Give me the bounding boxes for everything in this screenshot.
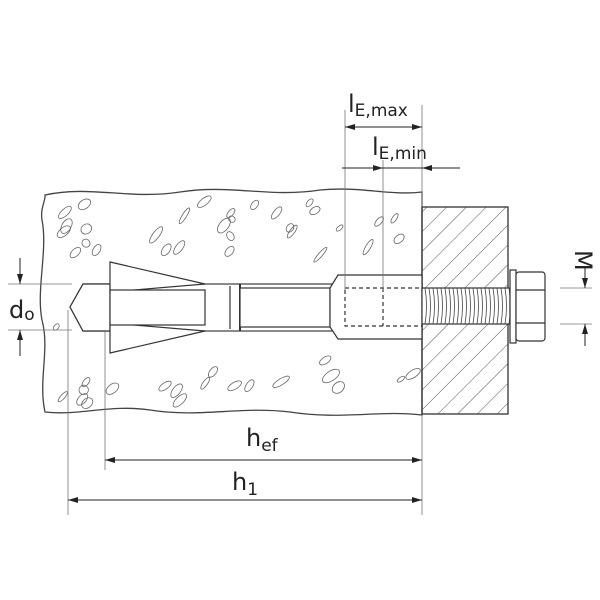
aggregate-pebble	[226, 208, 236, 219]
thread-line	[472, 287, 475, 325]
bolt	[421, 269, 546, 344]
thread-line	[496, 287, 499, 325]
le-max-label: lE,max	[348, 90, 408, 121]
expansion-segment-top	[109, 261, 206, 293]
aggregate-pebble	[200, 377, 211, 390]
aggregate-pebble	[393, 233, 405, 244]
aggregate-pebble	[309, 206, 321, 216]
aggregate-pebble	[362, 239, 374, 256]
thread-line	[444, 287, 447, 325]
anchor-sleeve	[109, 289, 206, 326]
aggregate-pebble	[226, 231, 235, 241]
aggregate-pebble	[77, 198, 91, 211]
aggregate-pebble	[81, 397, 94, 409]
aggregate-pebble	[286, 224, 298, 239]
aggregate-pebble	[228, 215, 236, 223]
h1-label: h1	[232, 468, 258, 500]
aggregate-pebble	[58, 205, 72, 219]
thread-line	[452, 287, 455, 325]
washer	[509, 269, 517, 344]
aggregate-pebble	[319, 355, 332, 366]
thread-line	[484, 287, 487, 325]
aggregate-pebble	[76, 393, 89, 406]
aggregate-pebble	[331, 381, 345, 394]
aggregate-pebble	[272, 375, 290, 388]
d0-label: do	[9, 296, 35, 325]
thread-line	[468, 287, 471, 325]
aggregate-pebble	[396, 375, 405, 383]
thread-line	[436, 287, 439, 325]
aggregate-pebble	[197, 195, 212, 208]
hex-nut	[515, 271, 546, 342]
thread-line	[488, 287, 491, 325]
sleeve-nut	[329, 274, 423, 340]
aggregate-pebble	[170, 383, 183, 398]
aggregate-pebble	[105, 382, 120, 395]
aggregate-pebble	[313, 246, 328, 263]
aggregate-pebble	[305, 198, 314, 208]
aggregate-pebble	[57, 391, 68, 403]
le-min-label: lE,min	[372, 133, 427, 164]
aggregate-pebble	[160, 243, 172, 257]
anchor	[69, 261, 423, 354]
aggregate-pebble	[80, 223, 93, 235]
hef-label: hef	[246, 424, 279, 456]
aggregate-pebble	[390, 213, 399, 224]
thread-line	[500, 287, 503, 325]
aggregate-pebble	[335, 224, 344, 232]
aggregate-pebble	[172, 393, 188, 408]
thread-line	[476, 287, 479, 325]
thread-line	[464, 287, 467, 325]
m-label: M	[569, 250, 597, 271]
aggregate-pebble	[81, 377, 91, 388]
aggregate-pebble	[78, 384, 89, 395]
aggregate-pebble	[91, 244, 102, 256]
thread-line	[460, 287, 463, 325]
aggregate-pebble	[224, 246, 235, 257]
thread-line	[492, 287, 495, 325]
thread-line	[424, 287, 427, 325]
aggregate-pebble	[60, 218, 73, 234]
thread-line	[428, 287, 431, 325]
thread-line	[504, 287, 507, 325]
aggregate-pebble	[173, 240, 186, 255]
aggregate-pebble	[217, 217, 231, 234]
aggregate-pebble	[250, 199, 259, 210]
aggregate-pebble	[178, 207, 191, 225]
aggregate-pebble	[81, 238, 91, 248]
anchor-cone	[69, 283, 111, 332]
aggregate-pebble	[270, 206, 283, 220]
thread-line	[448, 287, 451, 325]
aggregate-pebble	[158, 380, 172, 392]
anchor-rod	[239, 287, 331, 328]
aggregate-pebble	[405, 368, 421, 380]
thread-line	[456, 287, 459, 325]
thread-line	[480, 287, 483, 325]
aggregate-pebble	[322, 368, 340, 384]
aggregate-pebble	[207, 366, 219, 378]
thread-line	[440, 287, 443, 325]
aggregate-pebble	[69, 246, 82, 259]
aggregate-pebble	[227, 380, 242, 392]
thread-line	[432, 287, 435, 325]
aggregate-pebble	[285, 223, 295, 233]
aggregate-pebble	[244, 379, 255, 392]
aggregate-pebble	[149, 226, 164, 244]
expansion-segment-bottom	[109, 322, 206, 354]
